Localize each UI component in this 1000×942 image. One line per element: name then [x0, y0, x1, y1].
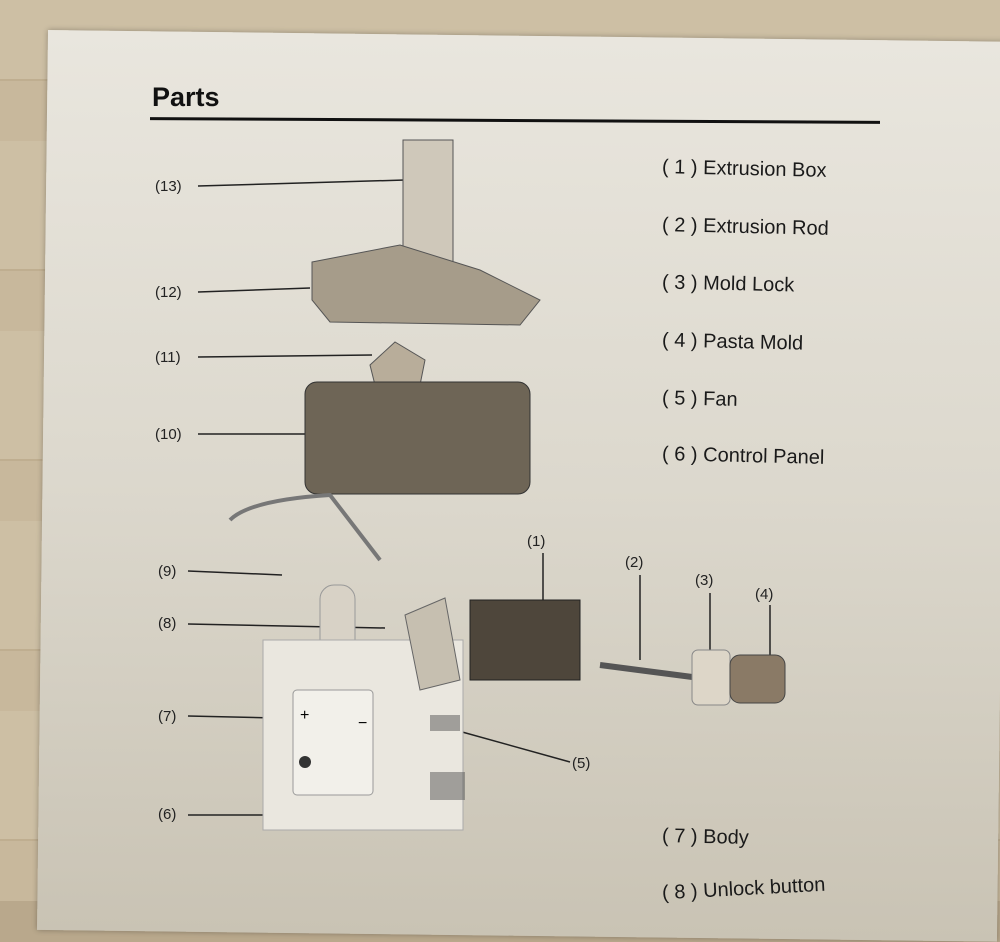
power-knob [299, 756, 311, 768]
callout-12: (12) [155, 284, 182, 301]
callout-1: (1) [527, 533, 546, 550]
mold-lock [691, 649, 731, 706]
mixing-bowl [304, 341, 531, 495]
control-panel [292, 689, 374, 796]
callout-9: (9) [158, 563, 177, 580]
callout-6: (6) [158, 806, 177, 823]
minus-button-icon: − [358, 715, 367, 732]
callout-3: (3) [695, 572, 714, 589]
callout-2: (2) [625, 554, 644, 571]
parts-diagram: + − [187, 139, 786, 831]
page-title: Parts [152, 82, 220, 112]
plus-button-icon: + [300, 707, 309, 724]
lid-hopper [311, 139, 541, 326]
callout-4: (4) [755, 586, 774, 603]
callout-5: (5) [572, 755, 591, 772]
callout-13: (13) [155, 178, 182, 195]
callout-10: (10) [155, 426, 182, 443]
pasta-mold [729, 654, 786, 704]
mixing-rod [228, 492, 382, 562]
callout-11: (11) [155, 349, 181, 366]
fan-vents [430, 715, 465, 800]
callout-7: (7) [158, 708, 177, 725]
callout-8: (8) [158, 615, 177, 632]
extrusion-rod [599, 662, 701, 681]
extrusion-flange [404, 597, 461, 691]
extrusion-box [469, 599, 581, 681]
